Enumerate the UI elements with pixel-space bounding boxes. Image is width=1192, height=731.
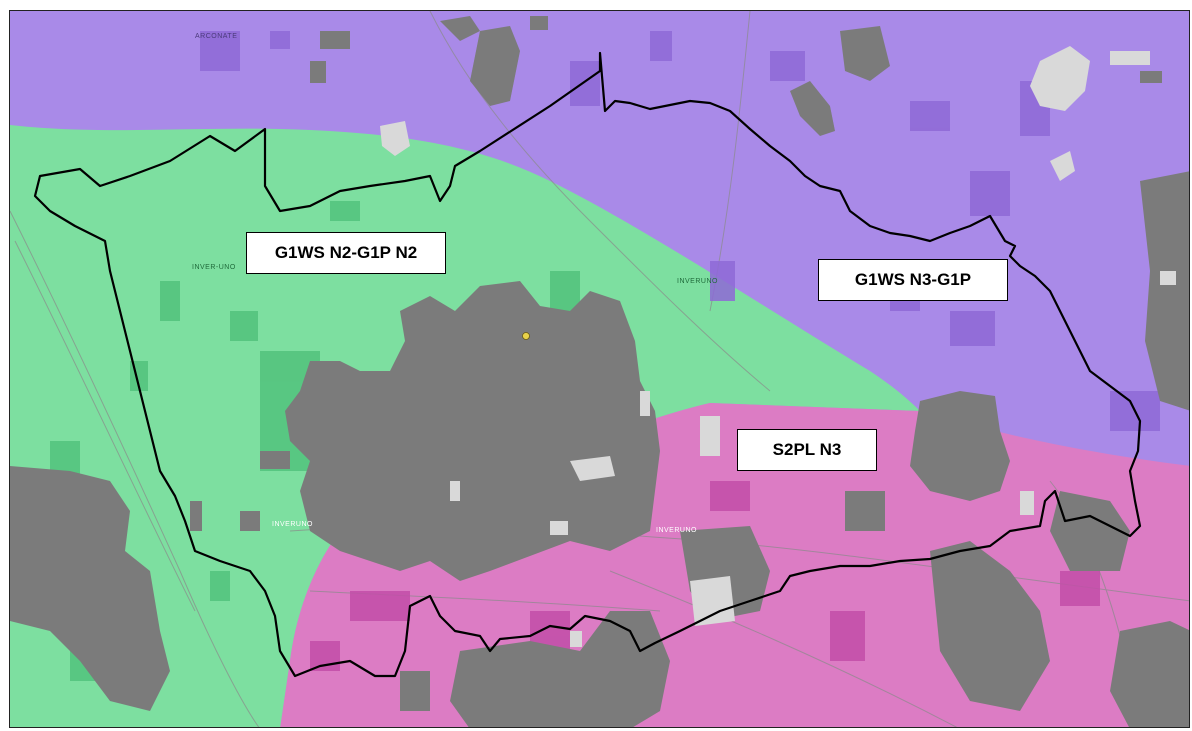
place-label-top: ARCONATE [195, 33, 237, 40]
place-label-west: INVER-UNO [192, 264, 236, 271]
zone-label-g1ws-n3-g1p: G1WS N3-G1P [818, 259, 1008, 301]
map-frame[interactable]: ARCONATE INVER-UNO INVERUNO INVERUNO INV… [9, 10, 1190, 728]
place-label-center: INVERUNO [272, 521, 313, 528]
zone-label-s2pl-n3: S2PL N3 [737, 429, 877, 471]
map-canvas[interactable]: ARCONATE INVER-UNO INVERUNO INVERUNO INV… [10, 11, 1190, 728]
open-areas-light [380, 46, 1176, 647]
zone-label-g1ws-n2-g1p-n2: G1WS N2-G1P N2 [246, 232, 446, 274]
municipal-boundary [33, 51, 1142, 678]
place-label-south: INVERUNO [656, 527, 697, 534]
built-up-areas [10, 16, 1189, 727]
place-label-east: INVERUNO [677, 278, 718, 285]
point-marker[interactable] [522, 332, 530, 340]
